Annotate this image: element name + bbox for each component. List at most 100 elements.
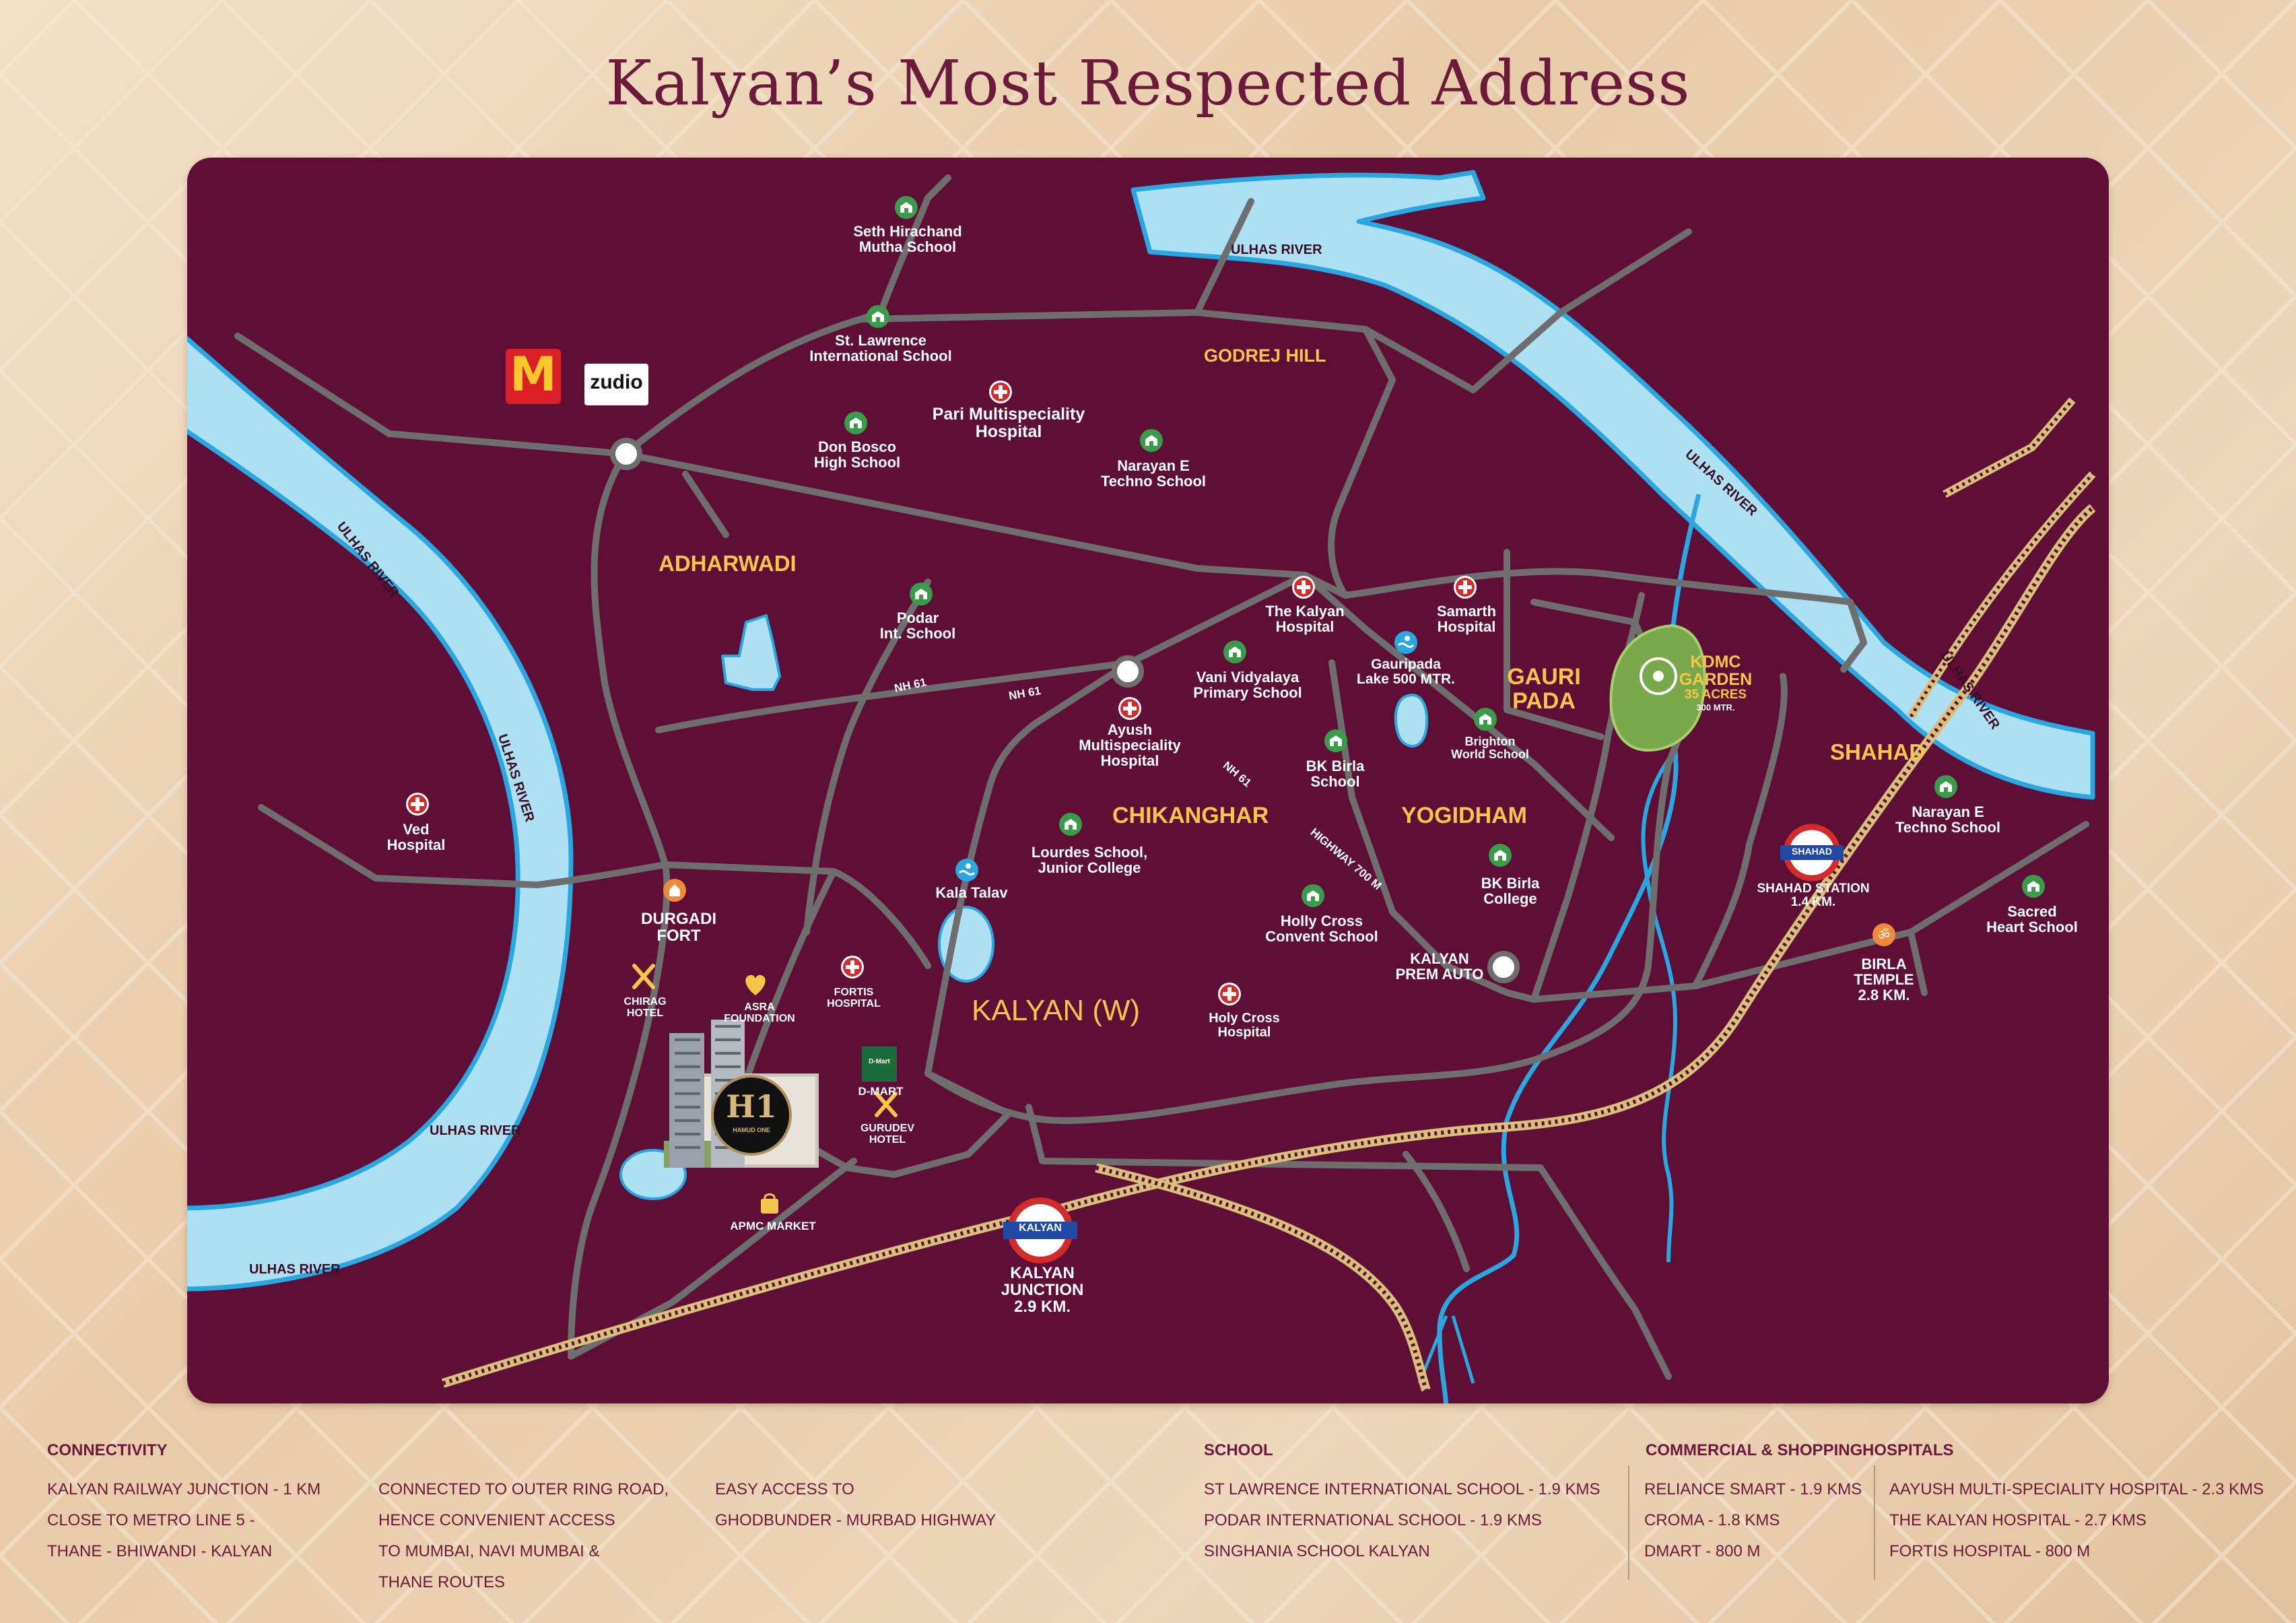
- label-narayan-techno-school-2: Narayan E Techno School: [1895, 803, 2001, 836]
- legend-connectivity-item: CONNECTED TO OUTER RING ROAD,: [378, 1480, 669, 1498]
- area-yogidham: YOGIDHAM: [1401, 803, 1527, 828]
- area-gauri-pada: GAURI PADA: [1507, 664, 1581, 714]
- hospital-icon: [1292, 576, 1315, 599]
- legend-school-item: ST LAWRENCE INTERNATIONAL SCHOOL - 1.9 K…: [1204, 1480, 1600, 1498]
- legend-heading-commercial: COMMERCIAL & SHOPPING: [1646, 1441, 1863, 1459]
- hospital-icon: [1218, 983, 1241, 1005]
- school-icon: [895, 196, 918, 219]
- legend-connectivity-item: EASY ACCESS TO: [715, 1480, 854, 1498]
- label-seth-hirachand-school: Seth Hirachand Mutha School: [853, 223, 962, 256]
- legend-connectivity-item: TO MUMBAI, NAVI MUMBAI &: [378, 1542, 600, 1560]
- legend-commercial-item: RELIANCE SMART - 1.9 KMS: [1644, 1480, 1862, 1498]
- label-kdmc-garden: KDMC GARDEN: [1679, 653, 1753, 690]
- label-gauripada-lake: Gauripada Lake 500 MTR.: [1357, 657, 1455, 688]
- school-icon: [1059, 813, 1082, 836]
- hotel-icon: [632, 964, 655, 989]
- station-badges: [1003, 824, 1844, 1263]
- school-icon: [1474, 708, 1497, 731]
- school-icon: [844, 411, 867, 434]
- legend-connectivity-item: THANE ROUTES: [378, 1573, 506, 1591]
- area-shahad: SHAHAD: [1830, 739, 1926, 764]
- label-holly-cross-convent: Holly Cross Convent School: [1265, 913, 1378, 946]
- legend-divider: [1628, 1465, 1629, 1580]
- school-icon: [1934, 775, 1957, 798]
- river-label-top: ULHAS RIVER: [1231, 242, 1322, 257]
- label-st-lawrence-school: St. Lawrence International School: [809, 332, 952, 365]
- fort-icon: [663, 879, 686, 902]
- legend-school-item: SINGHANIA SCHOOL KALYAN: [1204, 1542, 1430, 1560]
- legend-hospital-item: FORTIS HOSPITAL - 800 M: [1889, 1542, 2091, 1560]
- label-holy-cross-hospital: Holy Cross Hospital: [1209, 1011, 1280, 1040]
- label-sacred-heart-school: Sacred Heart School: [1986, 903, 2078, 936]
- legend-connectivity-item: GHODBUNDER - MURBAD HIGHWAY: [715, 1511, 997, 1529]
- shahad-station-badge: SHAHAD: [1792, 846, 1832, 857]
- legend-connectivity-item: HENCE CONVENIENT ACCESS: [378, 1511, 615, 1529]
- legend-hospital-item: AAYUSH MULTI-SPECIALITY HOSPITAL - 2.3 K…: [1889, 1480, 2264, 1498]
- school-icon: [1223, 640, 1246, 663]
- lake-gauripada: [1394, 694, 1429, 748]
- railway: [441, 397, 2096, 1392]
- temple-icon: ॐ: [1872, 923, 1895, 946]
- map-base: [187, 170, 2096, 1403]
- school-icon: [1140, 429, 1163, 452]
- label-lourdes-school: Lourdes School, Junior College: [1031, 844, 1148, 877]
- school-icon: [1302, 884, 1324, 907]
- school-icon: [1489, 844, 1512, 867]
- project-tower: [664, 1020, 819, 1168]
- legend-heading-connectivity: CONNECTIVITY: [47, 1441, 168, 1459]
- hospital-icon: [1454, 576, 1477, 599]
- ulhas-river-top: [1130, 170, 2095, 800]
- shopping-bag-icon: [761, 1193, 778, 1214]
- label-chirag-hotel: CHIRAG HOTEL: [623, 996, 667, 1019]
- label-don-bosco-school: Don Bosco High School: [813, 438, 901, 471]
- legend-divider: [1874, 1465, 1875, 1580]
- label-birla-temple: BIRLA TEMPLE 2.8 KM.: [1854, 956, 1914, 1004]
- school-icon: [910, 583, 933, 605]
- label-shahad-station: SHAHAD STATION 1.4 KM.: [1757, 882, 1870, 909]
- label-kalyan-junction: KALYAN JUNCTION 2.9 KM.: [1001, 1264, 1084, 1317]
- legend-heading-school: SCHOOL: [1204, 1441, 1273, 1459]
- page-title: Kalyan’s Most Respected Address: [605, 47, 1691, 119]
- label-ayush-hospital: Ayush Multispeciality Hospital: [1079, 721, 1181, 770]
- label-fortis-hospital: FORTIS HOSPITAL: [827, 987, 881, 1009]
- label-asra-foundation: ASRA FOUNDATION: [724, 1001, 795, 1024]
- legend-commercial-item: CROMA - 1.8 KMS: [1644, 1511, 1780, 1529]
- project-logo: H1: [726, 1088, 777, 1125]
- label-kdmc-acres: 35 ACRES: [1684, 688, 1747, 702]
- label-kdmc-distance: 300 MTR.: [1696, 702, 1735, 713]
- label-vani-vidyalaya: Vani Vidyalaya Primary School: [1193, 669, 1302, 702]
- legend-commercial-item: DMART - 800 M: [1644, 1542, 1761, 1560]
- label-brighton-school: Brighton World School: [1451, 735, 1529, 761]
- label-pari-hospital: Pari Multispeciality Hospital: [932, 405, 1085, 442]
- brand-boxes: [506, 349, 897, 1082]
- legend-connectivity-item: CLOSE TO METRO LINE 5 -: [47, 1511, 255, 1529]
- hospital-icon: [406, 793, 429, 816]
- label-durgadi-fort: DURGADI FORT: [641, 910, 716, 946]
- junction-nodes: [610, 438, 1520, 983]
- area-chikanghar: CHIKANGHAR: [1112, 803, 1269, 828]
- label-kalyan-hospital: The Kalyan Hospital: [1265, 603, 1345, 636]
- school-icon: [1324, 729, 1347, 752]
- label-narayan-techno-school-1: Narayan E Techno School: [1100, 457, 1207, 490]
- lake-icon: [1394, 631, 1417, 654]
- hospital-icon: [841, 956, 864, 979]
- label-bk-birla-school: BK Birla School: [1306, 758, 1365, 791]
- kalyan-station-badge: KALYAN: [1019, 1222, 1062, 1234]
- mcdonalds-logo: M: [510, 347, 557, 402]
- hospital-icon: [1118, 697, 1141, 720]
- legend-hospital-item: THE KALYAN HOSPITAL - 2.7 KMS: [1889, 1511, 2147, 1529]
- hotel-icon: [875, 1092, 898, 1117]
- legend-school-item: PODAR INTERNATIONAL SCHOOL - 1.9 KMS: [1204, 1511, 1542, 1529]
- charity-icon: [745, 974, 766, 995]
- ulhas-river-left: [187, 335, 574, 1292]
- lake-adharwadi: [721, 614, 781, 691]
- hospital-icon: [989, 380, 1012, 403]
- project-logo-sub: HAMUD ONE: [733, 1127, 770, 1133]
- area-kalyan-west: KALYAN (W): [972, 994, 1141, 1027]
- label-samarth-hospital: Samarth Hospital: [1436, 603, 1497, 636]
- area-adharwadi: ADHARWADI: [659, 551, 797, 576]
- label-ved-hospital: Ved Hospital: [386, 821, 446, 854]
- legend-heading-hospitals: HOSPITALS: [1862, 1441, 1954, 1459]
- amenities-legend: CONNECTIVITY KALYAN RAILWAY JUNCTION - 1…: [0, 1441, 2296, 1623]
- dmart-logo: D-Mart: [869, 1058, 890, 1065]
